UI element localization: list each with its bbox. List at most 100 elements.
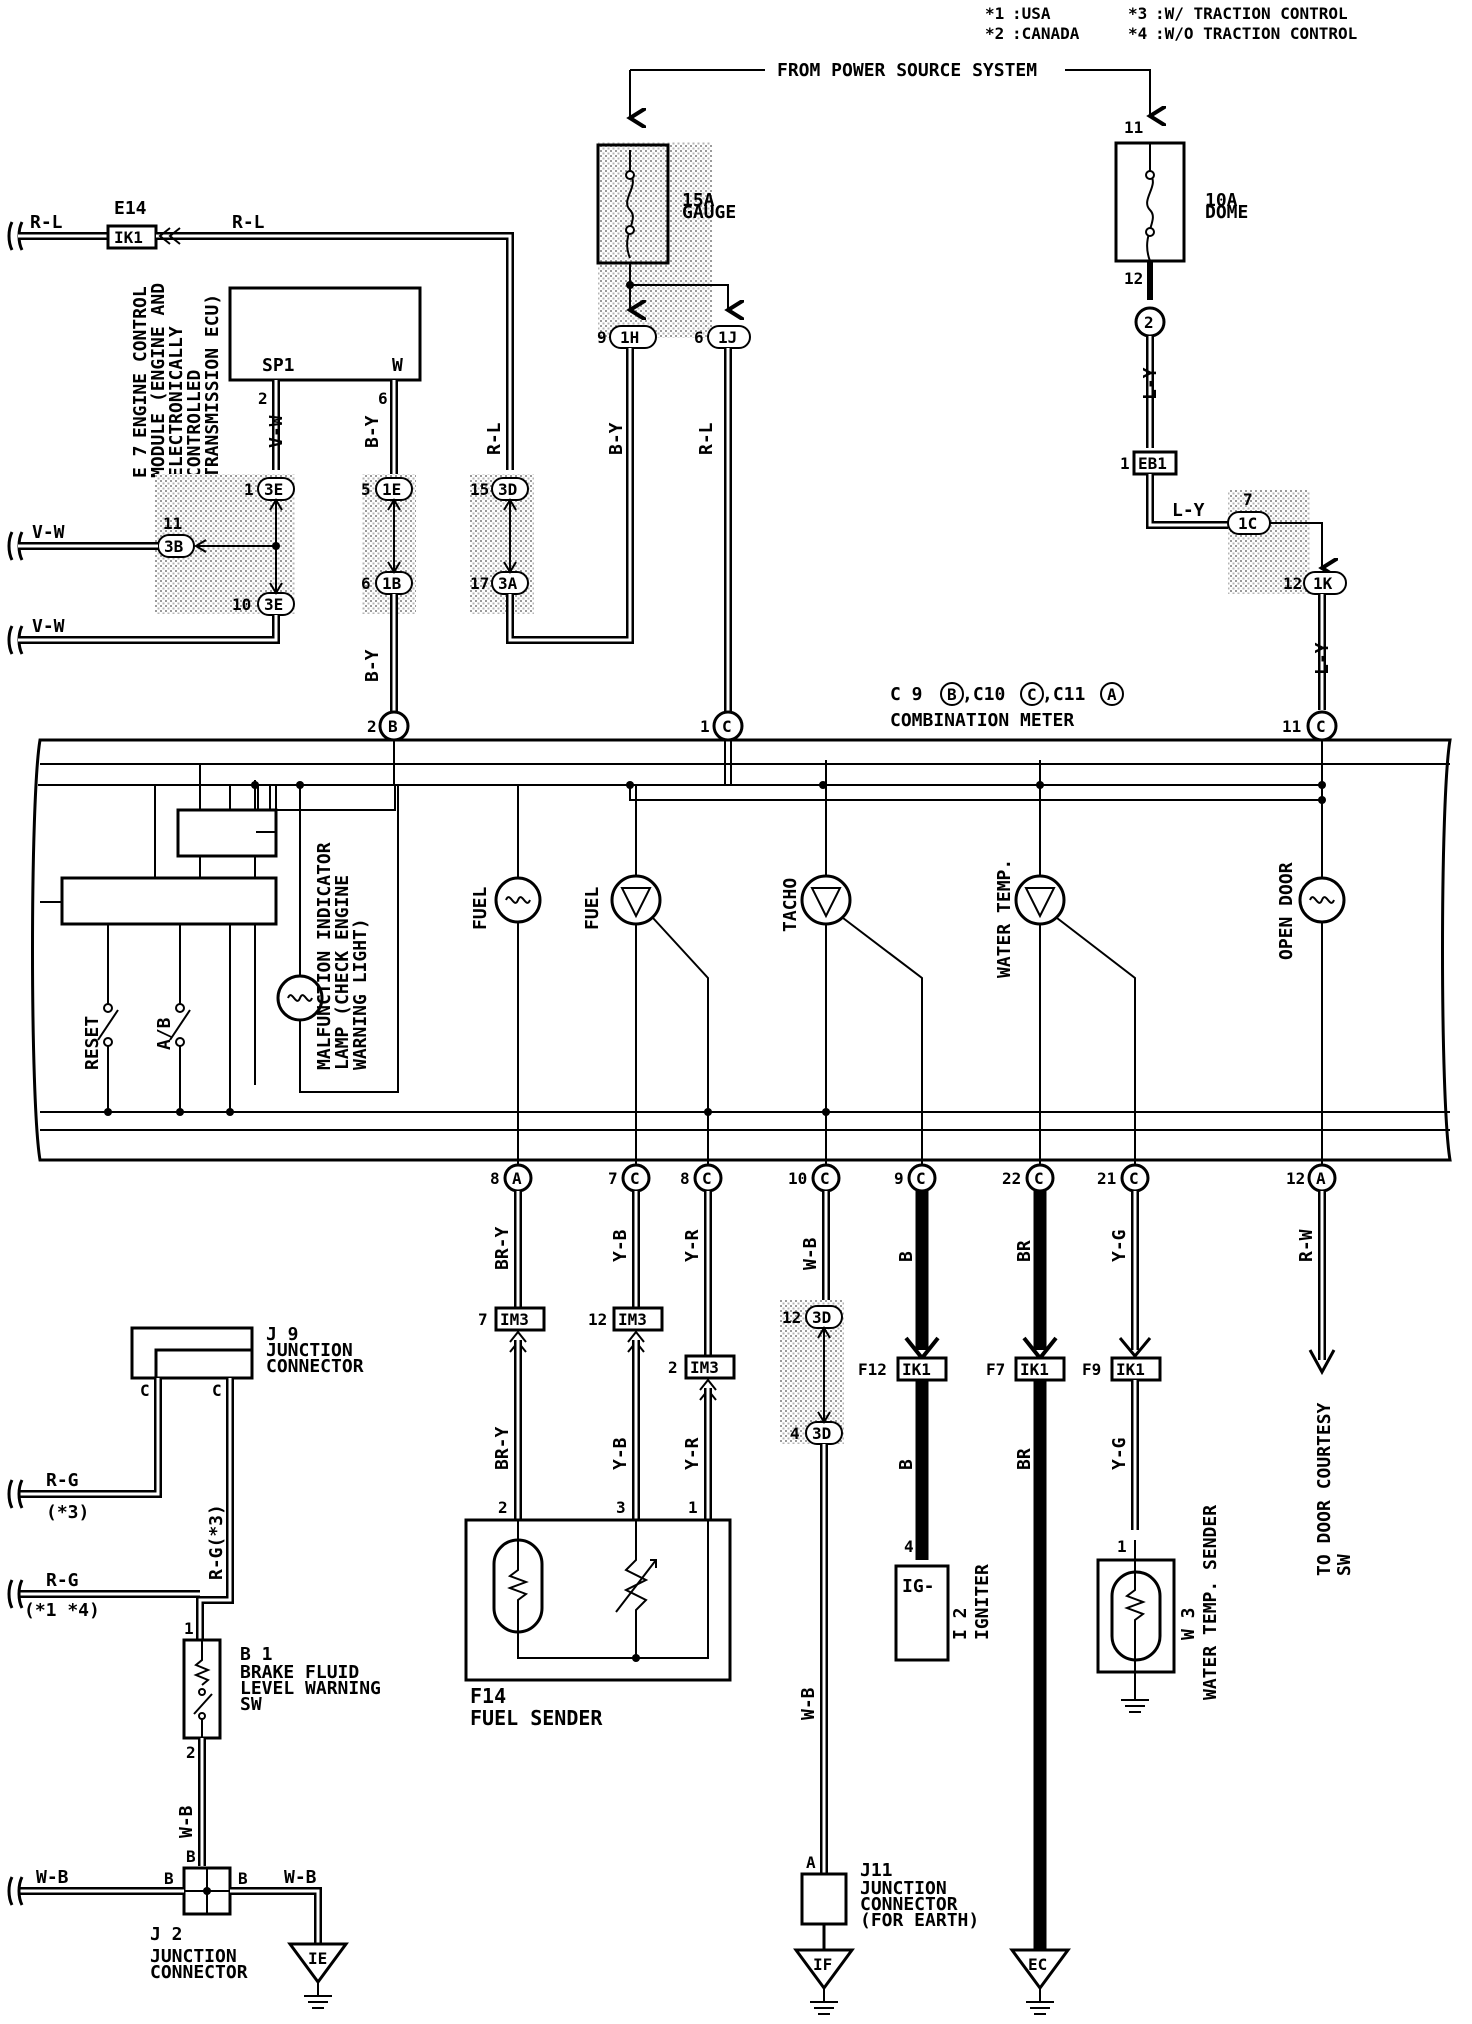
splice-3d: 3D 15 3A 17 R-L B-Y R-L C 1 C 11 [470, 348, 1338, 742]
pin-11-c: 11 [1282, 717, 1301, 736]
fuse-dome-name: DOME [1205, 202, 1248, 223]
f14-id: F14 [470, 1684, 506, 1708]
ecu-id: E 7 [130, 445, 151, 478]
ecu-pin-sp1: SP1 [262, 355, 295, 376]
wire-yr-2: Y-R [682, 1437, 703, 1470]
wire-vw-2: V-W [32, 522, 65, 543]
wire-by-gauge: B-Y [606, 422, 627, 455]
j2-pin-top: B [186, 1847, 196, 1866]
w3-name: WATER TEMP. SENDER [1200, 1505, 1221, 1700]
ecu-name-2: MODULE (ENGINE AND [148, 283, 169, 478]
ecu-name-1: ENGINE CONTROL [130, 286, 151, 438]
conn-3a: 3A [498, 574, 518, 593]
conn-a-12: A [1316, 1169, 1326, 1188]
wire-rw: R-W [1296, 1229, 1317, 1262]
pin-9-1h: 9 [597, 328, 607, 347]
wire-rg-2: R-G [46, 1570, 79, 1591]
note-usa-key: *1 [985, 4, 1004, 23]
conn-3d: 3D [498, 480, 517, 499]
j11-pin: A [806, 1853, 816, 1872]
conn-1k: 1K [1313, 574, 1333, 593]
wire-yg-2: Y-G [1109, 1437, 1130, 1470]
pin-10-c: 10 [788, 1169, 807, 1188]
wire-ly-2: L-Y [1172, 500, 1205, 521]
b1-name-1: BRAKE FLUID [240, 1662, 359, 1683]
wire-bry-1: BR-Y [492, 1226, 513, 1270]
j9-name-1: JUNCTION [266, 1340, 353, 1361]
door-text-2: SW [1334, 1554, 1355, 1576]
ecu-name-5: TRANSMISSION ECU) [202, 294, 223, 478]
fuse-gauge-name: GAUGE [682, 202, 736, 223]
conn-c-11: C [1316, 717, 1326, 736]
conn-c-8: C [702, 1169, 712, 1188]
j2-pin-left: B [164, 1869, 174, 1888]
mil-line-2: LAMP (CHECK ENGINE [332, 875, 353, 1070]
ec-ground-wiring: BR IK1 F7 BR EC [986, 1191, 1071, 2015]
conn-im3-3: IM3 [690, 1358, 719, 1377]
meter-conn-b: B [947, 685, 957, 704]
pin-4-3d: 4 [790, 1424, 800, 1443]
pin-11-3b: 11 [163, 514, 182, 533]
note-usa: :USA [1012, 4, 1051, 23]
conn-b-2: B [388, 717, 398, 736]
wire-br-1: BR [1014, 1240, 1035, 1262]
meter-conn-c10: ,C10 [962, 684, 1005, 705]
gauge-water-temp: WATER TEMP. [994, 859, 1015, 978]
splice-3e: 3E 1 3B 11 3E 10 V-W V-W [7, 474, 295, 655]
meter-conn-c9: C 9 [890, 684, 923, 705]
pin-2-b: 2 [367, 717, 377, 736]
wire-br-2: BR [1014, 1448, 1035, 1470]
igniter-name: IGNITER [972, 1564, 993, 1640]
ecu-pin-6: 6 [378, 389, 388, 408]
power-source-label: FROM POWER SOURCE SYSTEM [777, 60, 1037, 81]
conn-c-22: C [1034, 1169, 1044, 1188]
ecu-name-3: ELECTRONICALLY [166, 326, 187, 478]
pin-f7: F7 [986, 1360, 1005, 1379]
conn-3e-top: 3E [264, 480, 283, 499]
conn-a-8: A [512, 1169, 522, 1188]
pin-21-c: 21 [1097, 1169, 1116, 1188]
door-courtesy-wiring: R-W TO DOOR COURTESY SW [1296, 1191, 1355, 1576]
note-no-traction: :W/O TRACTION CONTROL [1155, 24, 1357, 43]
w3-pin-1: 1 [1117, 1537, 1127, 1556]
pin-6-1b: 6 [361, 574, 371, 593]
wire-rl-down: R-L [484, 422, 505, 455]
pin-7-c: 7 [608, 1169, 618, 1188]
fuse-dome-pin-out: 12 [1124, 269, 1143, 288]
ecu-pin-2: 2 [258, 389, 268, 408]
gauge-fuel-lamp: FUEL [470, 886, 491, 930]
pin-12-1k: 12 [1283, 574, 1302, 593]
ecu-e7: SP1 W 2 6 E 7 ENGINE CONTROL MODULE (ENG… [130, 283, 422, 478]
wire-by-2: B-Y [362, 649, 383, 682]
j9-pin-left: C [140, 1381, 150, 1400]
conn-1j: 1J [718, 328, 737, 347]
j9-name-2: CONNECTOR [266, 1356, 364, 1377]
combination-meter: RESET A/B MALFUNCTION INDICATOR LAMP (CH… [31, 738, 1452, 1178]
door-text-1: TO DOOR COURTESY [1314, 1402, 1335, 1576]
conn-2: 2 [1144, 313, 1154, 332]
j2-pin-right: B [238, 1869, 248, 1888]
conn-ik1-f7: IK1 [1020, 1360, 1049, 1379]
wire-yg-1: Y-G [1109, 1229, 1130, 1262]
brake-fluid-wiring: J 9 JUNCTION CONNECTOR C C R-G (*3) R-G(… [7, 1324, 381, 2009]
pin-8-c: 8 [680, 1169, 690, 1188]
note-no-traction-key: *4 [1128, 24, 1147, 43]
b1-name-2: LEVEL WARNING [240, 1678, 381, 1699]
pin-7-1c: 7 [1243, 490, 1253, 509]
variant-14: (*1 *4) [24, 1600, 100, 1621]
pin-9-c: 9 [894, 1169, 904, 1188]
wire-by-1: B-Y [362, 415, 383, 448]
conn-1b: 1B [382, 574, 402, 593]
b1-pin-1: 1 [184, 1619, 194, 1638]
conn-c-21: C [1129, 1169, 1139, 1188]
note-canada: :CANADA [1012, 24, 1080, 43]
pin-15-3d: 15 [470, 480, 489, 499]
j11-name-3: (FOR EARTH) [860, 1910, 979, 1931]
pin-12-3d: 12 [782, 1308, 801, 1327]
j11-name-2: CONNECTOR [860, 1894, 958, 1915]
conn-im3-1: IM3 [500, 1310, 529, 1329]
splice-1e: 1E 5 1B 6 B-Y B 2 [361, 474, 416, 742]
wire-rg3: R-G(*3) [206, 1504, 227, 1580]
pin-1-eb1: 1 [1120, 454, 1130, 473]
mil-line-3: WARNING LIGHT) [350, 918, 371, 1070]
